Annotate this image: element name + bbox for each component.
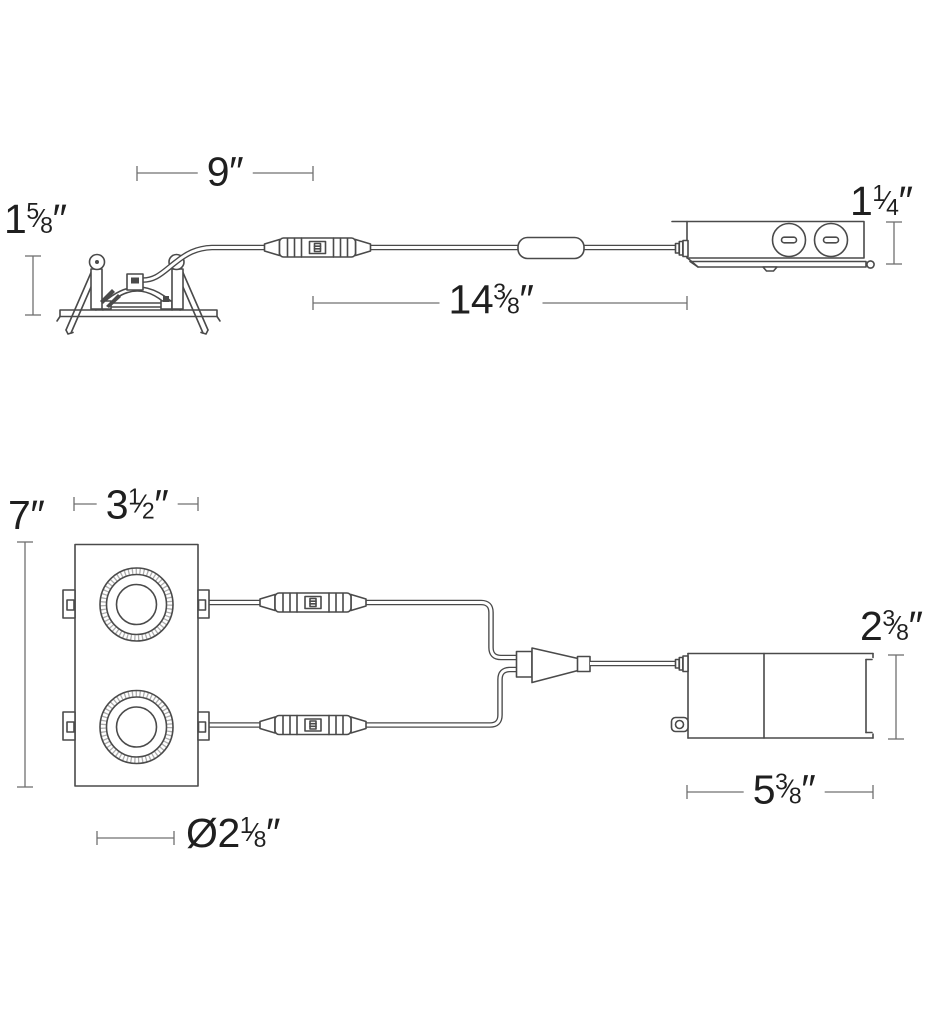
inline-connector-lower [259,714,367,736]
dim-jbox-width: 53⁄8″ [743,769,825,811]
front-view [17,497,904,845]
inline-connector-side [263,237,372,258]
trim-wiring-block [100,273,169,308]
inline-connector-upper [259,592,367,613]
recessed-trim-side [56,253,221,335]
trim-ring-2 [99,689,174,765]
dim-fixture-width: 31⁄2″ [96,484,178,526]
dim-trim-height: 15⁄8″ [4,196,67,242]
dim-cable-run: 143⁄8″ [439,279,543,321]
strain-relief-boot [515,647,681,684]
trim-ring-1 [99,567,174,642]
dim-fixture-height: 7″ [8,492,45,538]
junction-box-front [670,652,874,739]
side-view [25,166,902,335]
ferrite-bead [517,236,585,260]
fixture-front-plate [74,543,199,787]
dim-trim-to-connector: 9″ [197,151,253,193]
supply-cable [140,244,680,283]
dim-jbox-height-front: 23⁄8″ [860,603,923,649]
fixture-side-tabs [62,589,210,741]
dim-jbox-height-side: 11⁄4″ [850,178,913,224]
junction-box-side [671,220,875,272]
dim-aperture-diameter: Ø21⁄8″ [186,810,281,856]
harness-wires [206,599,519,728]
